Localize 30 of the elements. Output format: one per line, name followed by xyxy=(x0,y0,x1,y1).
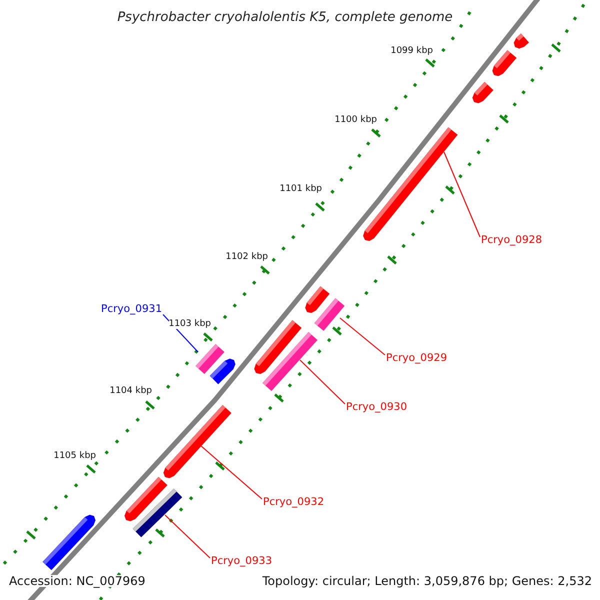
scale-label: 1099 kbp xyxy=(390,47,433,56)
leader-line xyxy=(444,152,480,238)
scale-label: 1104 kbp xyxy=(110,387,152,396)
gene-feature xyxy=(124,476,168,522)
gene-label: Pcryo_0929 xyxy=(386,353,448,364)
gene-label: Pcryo_0932 xyxy=(263,497,324,508)
gene-label: Pcryo_0931 xyxy=(101,304,162,314)
gene-feature xyxy=(305,286,330,313)
title: Psychrobacter cryohalolentis K5, complete genome xyxy=(116,11,454,24)
gene-feature xyxy=(42,514,96,570)
gene-label: Pcryo_0930 xyxy=(346,402,408,412)
gene-label: Pcryo_0928 xyxy=(481,235,542,246)
leader-line xyxy=(164,514,210,558)
gene-label: Pcryo_0933 xyxy=(211,556,272,566)
gene-feature xyxy=(514,34,529,49)
scale-label: 1103 kbp xyxy=(168,320,211,329)
genome-summary-text: Topology: circular; Length: 3,059,876 bp; Genes: 2,532 xyxy=(262,575,592,587)
scale-label: 1102 kbp xyxy=(226,253,268,262)
gene-feature xyxy=(363,127,458,241)
leader-line xyxy=(200,444,262,500)
gene-feature xyxy=(163,405,232,478)
leader-line xyxy=(300,360,346,404)
scale-label: 1100 kbp xyxy=(334,116,377,125)
gene-feature xyxy=(254,320,302,374)
scale-label: 1105 kbp xyxy=(54,452,96,461)
gene-feature xyxy=(210,358,236,384)
gene-feature xyxy=(492,50,517,76)
leader-line xyxy=(340,318,386,356)
scale-label: 1101 kbp xyxy=(280,185,322,194)
gene-feature xyxy=(472,82,494,104)
